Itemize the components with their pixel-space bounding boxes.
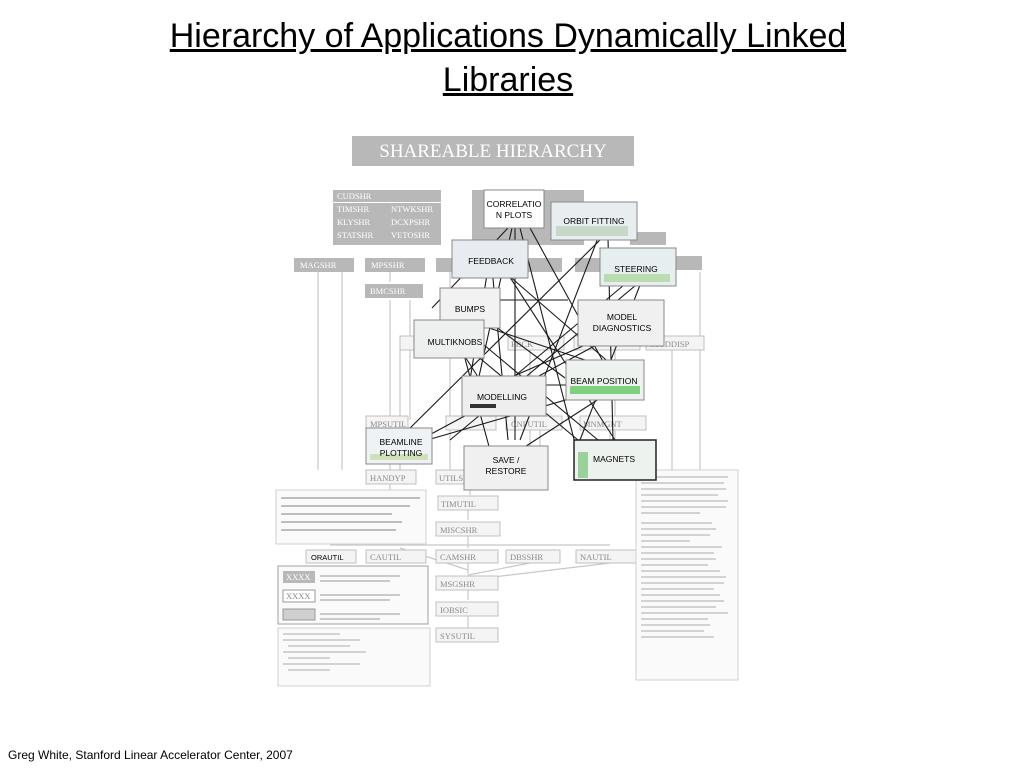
app-magnets: MAGNETS	[593, 454, 635, 464]
lib-moddisp: MODDISP	[651, 339, 690, 349]
lib-handyp: HANDYP	[370, 473, 406, 483]
lib-dbsshr: DBSSHR	[510, 552, 543, 562]
lib-magshr: MAGSHR	[300, 260, 337, 270]
app-correlation-plots-line2: N PLOTS	[496, 210, 533, 220]
app-beamline-plotting-line2: PLOTTING	[380, 448, 423, 458]
app-bumps: BUMPS	[455, 304, 486, 314]
app-feedback: FEEDBACK	[468, 256, 514, 266]
app-multiknobs: MULTIKNOBS	[428, 337, 483, 347]
lib-dcxpshr: DCXPSHR	[391, 217, 431, 227]
lib-timutil: TIMUTIL	[441, 499, 476, 509]
lib-camshr: CAMSHR	[440, 552, 476, 562]
app-orbit-fitting: ORBIT FITTING	[563, 216, 624, 226]
slide-title-line2: Libraries	[442, 61, 574, 99]
app-save-restore-line1: SAVE /	[493, 455, 520, 465]
lib-miscshr: MISCSHR	[440, 525, 478, 535]
lib-cautil: CAUTIL	[370, 552, 401, 562]
lib-mnmgnt: MNMGNT	[583, 419, 623, 429]
slide-title-line1: Hierarchy of Applications Dynamically Li…	[169, 17, 847, 55]
lib-iobsic: IOBSIC	[440, 605, 468, 615]
lib-cudshr: CUDSHR	[337, 191, 372, 201]
slide-title: Hierarchy of Applications Dynamically Li…	[0, 14, 1016, 102]
banner-box	[352, 136, 634, 166]
lib-mpsshr: MPSSHR	[371, 260, 405, 270]
outlined-libraries	[305, 335, 705, 643]
right-text-panel	[635, 469, 739, 681]
lib-mpsutil: MPSUTIL	[370, 419, 406, 429]
lib-klyshr: KLYSHR	[337, 217, 370, 227]
history-panel	[277, 627, 431, 687]
lib-nautil: NAUTIL	[580, 552, 612, 562]
legend-item-2: XXXX	[286, 591, 311, 601]
lib-timshr: TIMSHR	[337, 204, 369, 214]
lib-orautil: ORAUTIL	[311, 553, 344, 562]
lib-cnfutil: CNFUTIL	[511, 419, 547, 429]
lib-fbck: FBCK	[511, 339, 534, 349]
slide-footer: Greg White, Stanford Linear Accelerator …	[8, 748, 293, 762]
lib-utils: UTILS	[439, 473, 463, 483]
lib-statshr: STATSHR	[337, 230, 373, 240]
app-beamline-plotting-line1: BEAMLINE	[380, 437, 423, 447]
note-panel	[275, 489, 427, 545]
lib-bmcshr: BMCSHR	[370, 286, 406, 296]
app-save-restore-line2: RESTORE	[486, 466, 527, 476]
lib-sysutil: SYSUTIL	[440, 631, 475, 641]
lib-ntwkshr: NTWKSHR	[391, 204, 433, 214]
legend-item-1: XXXX	[286, 572, 311, 582]
app-steering: STEERING	[614, 264, 657, 274]
app-model-diagnostics-line1: MODEL	[607, 312, 638, 322]
library-row-1: MAGSHR MPSSHR BMCSHR	[294, 256, 702, 298]
lib-vetoshr: VETOSHR	[391, 230, 430, 240]
banner-text: SHAREABLE HIERARCHY	[379, 141, 607, 162]
app-correlation-plots-line1: CORRELATIO	[487, 199, 542, 209]
app-model-diagnostics-line2: DIAGNOSTICS	[593, 323, 652, 333]
app-modelling: MODELLING	[477, 392, 527, 402]
legend-panel: XXXX XXXX	[277, 565, 429, 625]
app-boxes	[365, 189, 677, 491]
app-beam-position: BEAM POSITION	[570, 376, 637, 386]
lib-msgshr: MSGSHR	[440, 579, 475, 589]
